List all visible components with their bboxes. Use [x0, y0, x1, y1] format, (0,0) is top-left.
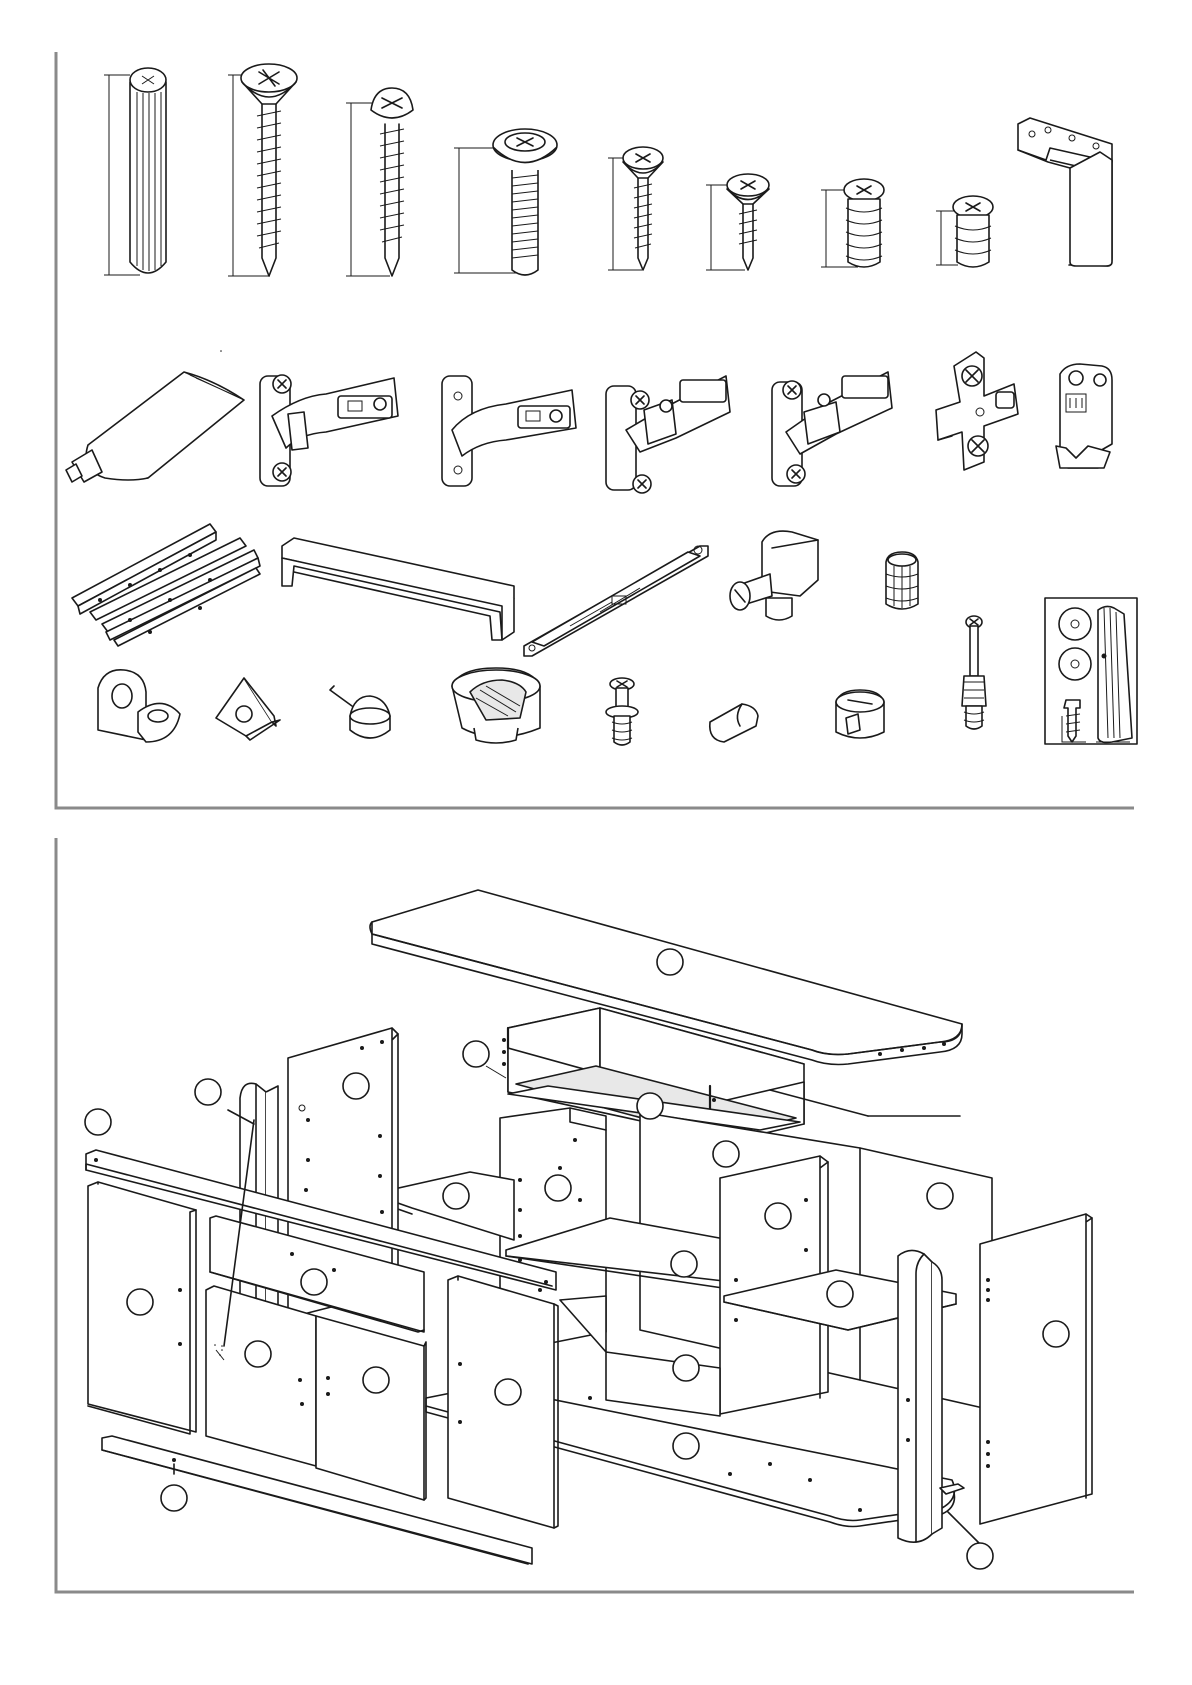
front-column: [898, 1250, 942, 1542]
center-door-left: [206, 1286, 316, 1466]
hinge-c: [606, 376, 730, 493]
callout: [85, 1109, 111, 1135]
callout: [343, 1073, 369, 1099]
callout: [637, 1093, 663, 1119]
callout: [657, 949, 683, 975]
cam-lock-small: [836, 690, 884, 738]
short-screw: [706, 174, 769, 270]
short-euro-screw: [936, 196, 993, 267]
callout: [765, 1203, 791, 1229]
callout: [713, 1141, 739, 1167]
callout: [671, 1251, 697, 1277]
plastic-dowel: [886, 552, 918, 609]
cam-bolt: [606, 678, 638, 745]
callout: [161, 1485, 187, 1511]
callout: [245, 1341, 271, 1367]
wall-bracket: [1056, 364, 1112, 468]
drawer-slides: [72, 524, 260, 646]
long-round-head-screw: [346, 88, 413, 276]
felt-pads-kit: [1045, 598, 1137, 744]
callout: [463, 1041, 489, 1067]
callout: [673, 1355, 699, 1381]
soft-close-rail: [524, 546, 708, 656]
furniture-glide: [330, 686, 390, 738]
callout: [1043, 1321, 1069, 1347]
hinge-a: [260, 375, 398, 486]
callout: [363, 1367, 389, 1393]
callout: [967, 1543, 993, 1569]
callout: [127, 1289, 153, 1315]
wooden-dowel: [104, 68, 166, 275]
euro-screw: [821, 179, 884, 267]
callout: [927, 1183, 953, 1209]
callout: [545, 1175, 571, 1201]
glue-tube: [66, 372, 244, 482]
right-side-panel: [980, 1214, 1092, 1524]
l-shaped-leg: [1018, 118, 1112, 266]
shelf-support: [710, 704, 758, 742]
callout: [301, 1269, 327, 1295]
corner-block: [216, 678, 280, 740]
hinge-d: [772, 372, 892, 486]
center-door-right: [316, 1316, 426, 1500]
long-flat-head-screw: [228, 64, 297, 276]
handle: [282, 538, 514, 640]
medium-screw: [608, 147, 663, 270]
cam-connector: [730, 531, 818, 620]
callout: [195, 1079, 221, 1105]
hinge-b: [442, 376, 576, 486]
callout: [495, 1379, 521, 1405]
angle-bracket: [98, 670, 180, 742]
callout: [673, 1433, 699, 1459]
exploded-view: [85, 351, 1092, 1569]
callout: [443, 1183, 469, 1209]
mounting-plate: [936, 352, 1018, 470]
connector-bolt: [962, 616, 986, 729]
callout: [827, 1281, 853, 1307]
cam-lock-housing: [452, 668, 540, 743]
machine-bolt: [454, 129, 557, 275]
